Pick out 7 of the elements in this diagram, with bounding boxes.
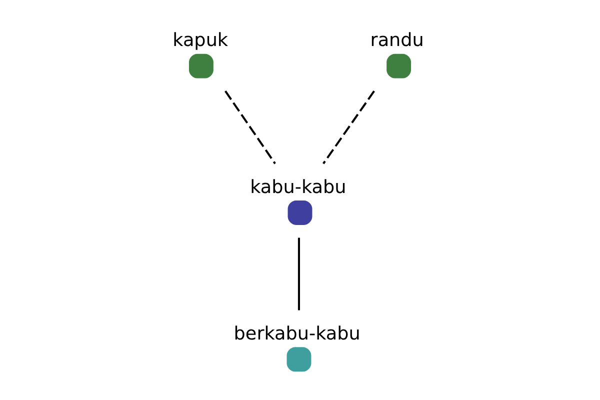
connector: [224, 90, 276, 164]
node-label: kabu-kabu: [250, 176, 346, 198]
connector: [298, 237, 300, 310]
node-label: kapuk: [172, 30, 228, 51]
connector: [322, 90, 375, 164]
node-label: berkabu-kabu: [234, 322, 360, 344]
node-label: randu: [370, 30, 424, 51]
